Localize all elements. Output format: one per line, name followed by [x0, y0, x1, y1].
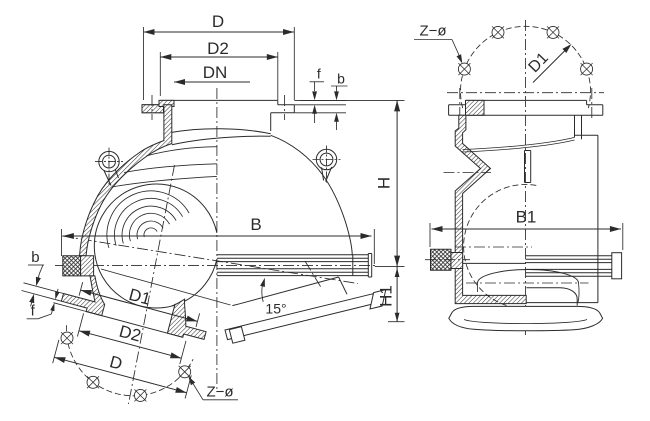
svg-text:D2: D2 — [207, 39, 229, 58]
svg-text:B1: B1 — [516, 208, 537, 227]
svg-text:f: f — [31, 303, 36, 320]
svg-text:15°: 15° — [265, 301, 286, 317]
svg-text:H1: H1 — [377, 285, 396, 307]
svg-text:Z−ø: Z−ø — [206, 384, 233, 401]
svg-text:b: b — [31, 249, 39, 266]
svg-text:B: B — [250, 215, 261, 234]
svg-text:Z−ø: Z−ø — [419, 23, 446, 40]
svg-text:b: b — [337, 71, 345, 87]
svg-text:D1: D1 — [127, 285, 153, 309]
svg-text:f: f — [317, 66, 321, 82]
svg-text:D: D — [108, 352, 125, 374]
svg-text:D: D — [212, 12, 224, 31]
svg-text:D2: D2 — [117, 322, 143, 346]
svg-text:DN: DN — [203, 63, 228, 82]
svg-text:H: H — [375, 177, 394, 189]
